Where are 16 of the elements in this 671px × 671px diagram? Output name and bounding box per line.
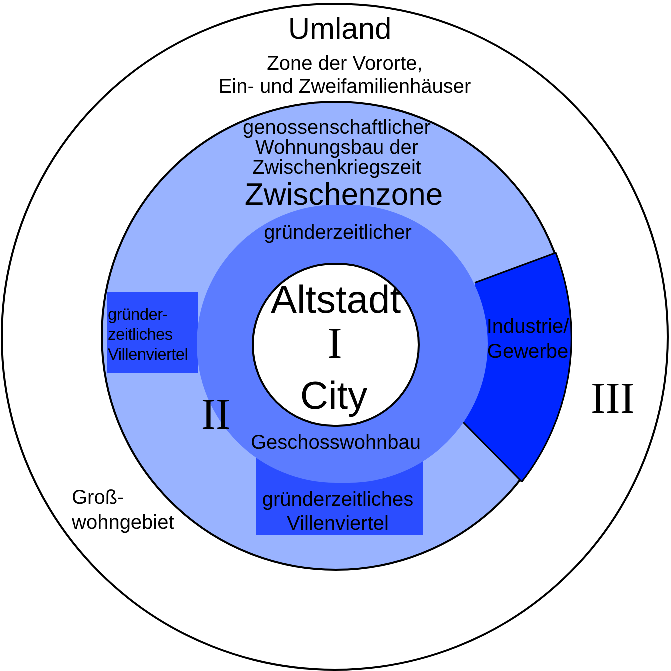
villa-district-box — [107, 292, 198, 373]
zone-number: II — [201, 392, 231, 438]
zone-number: I — [328, 321, 342, 367]
zone-number: III — [591, 376, 635, 422]
district-label: Groß- wohngebiet — [72, 486, 174, 536]
zone-title: Umland — [288, 13, 392, 47]
district-label: gründerzeitliches Villenviertel — [262, 488, 414, 536]
district-label: gründer- zeitliches Villenviertel — [108, 305, 188, 365]
zone-title: Zwischenzone — [244, 178, 444, 212]
district-label: Industrie/ Gewerbe — [486, 315, 570, 365]
district-label: gründerzeitlicher — [264, 221, 412, 245]
zone-title: Altstadt — [270, 279, 402, 323]
zone-description: genossenschaftlicher Wohnungsbau der Zwischenkriegszeit — [243, 118, 431, 178]
zone-title: City — [300, 375, 368, 419]
zone-description: Zone der Vororte, Ein- und Zweifamilienhäuser — [218, 53, 472, 99]
district-label: Geschosswohnbau — [250, 431, 422, 455]
